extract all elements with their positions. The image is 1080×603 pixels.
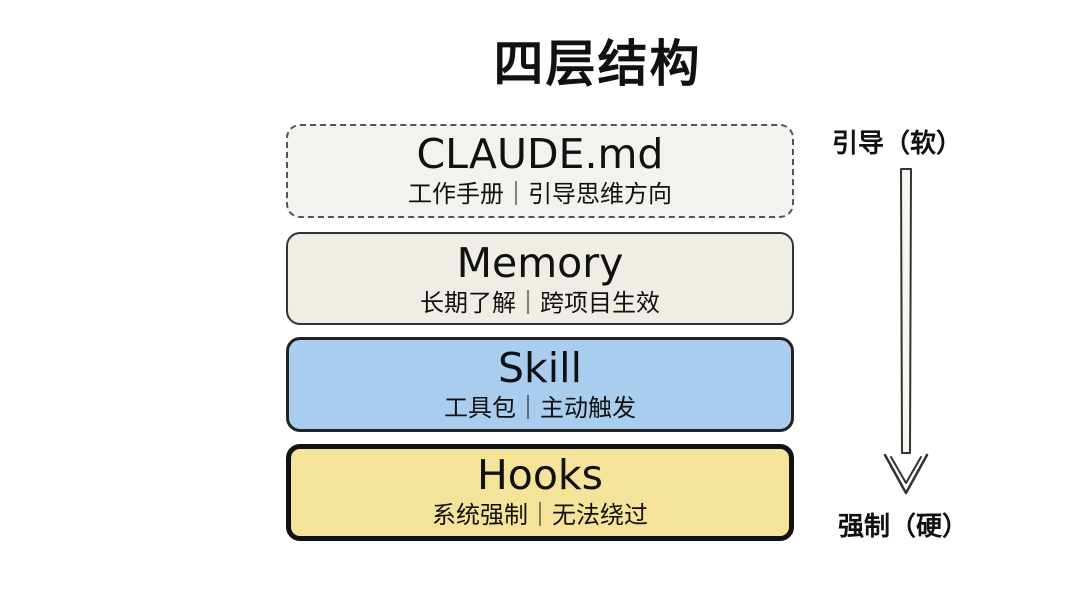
down-arrow-icon <box>883 168 929 495</box>
layer-name: Hooks <box>476 451 604 499</box>
arrow-head <box>883 453 929 495</box>
layer-description: 长期了解｜跨项目生效 <box>420 289 660 318</box>
layer-hooks: Hooks 系统强制｜无法绕过 <box>286 444 794 541</box>
diagram-title: 四层结构 <box>493 35 702 93</box>
layer-description: 工作手册｜引导思维方向 <box>408 180 672 209</box>
layer-skill: Skill 工具包｜主动触发 <box>286 337 794 432</box>
hard-enforcement-label: 强制（硬） <box>838 512 969 542</box>
layer-name: Memory <box>456 239 624 287</box>
layer-description: 工具包｜主动触发 <box>444 394 636 423</box>
layer-claude-md: CLAUDE.md 工作手册｜引导思维方向 <box>286 124 794 218</box>
arrow-shaft <box>900 168 912 454</box>
layer-name: CLAUDE.md <box>416 130 664 178</box>
layer-name: Skill <box>498 344 582 392</box>
layer-description: 系统强制｜无法绕过 <box>432 501 648 530</box>
soft-guidance-label: 引导（软） <box>832 129 963 159</box>
layer-memory: Memory 长期了解｜跨项目生效 <box>286 232 794 325</box>
arrow-head-inner <box>890 456 922 484</box>
